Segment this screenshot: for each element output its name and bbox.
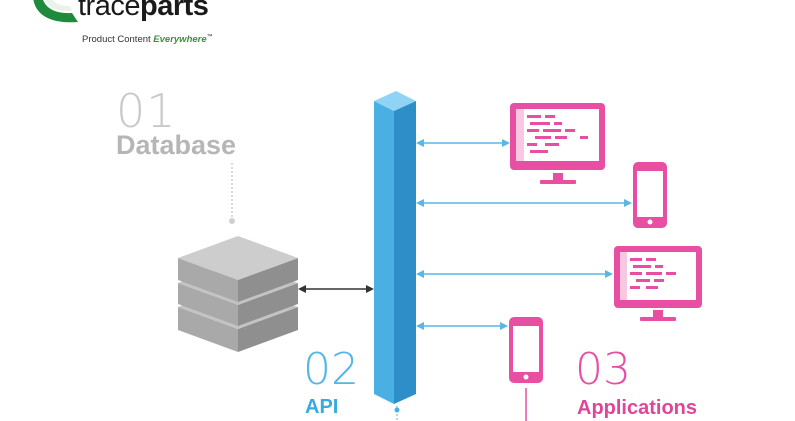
api-step-number: 02 bbox=[303, 344, 359, 395]
database-stack-icon bbox=[178, 236, 298, 352]
applications-label: Applications bbox=[577, 397, 698, 419]
tagline-plain: Product Content bbox=[82, 34, 154, 45]
logo-swoosh-icon bbox=[33, 0, 78, 23]
tagline-accent: Everywhere bbox=[153, 34, 207, 45]
smartphone-icon bbox=[633, 162, 667, 228]
smartphone-icon bbox=[509, 317, 543, 383]
database-step-number: 01 bbox=[116, 84, 177, 138]
desktop-monitor-icon bbox=[510, 103, 605, 184]
logo-tagline: Product Content Everywhere™ bbox=[82, 34, 213, 45]
logo-word-light: trace bbox=[78, 0, 140, 22]
api-label: API bbox=[305, 396, 339, 418]
logo-wordmark: traceparts bbox=[78, 0, 209, 23]
applications-step-number: 03 bbox=[575, 344, 631, 395]
database-label: Database bbox=[116, 130, 237, 160]
desktop-monitor-icon bbox=[614, 246, 702, 321]
logo-word-bold: parts bbox=[139, 0, 209, 22]
tagline-mark: ™ bbox=[206, 34, 213, 40]
api-connector-line bbox=[394, 406, 400, 421]
api-pillar-icon bbox=[374, 91, 416, 404]
database-connector-line bbox=[229, 163, 235, 224]
